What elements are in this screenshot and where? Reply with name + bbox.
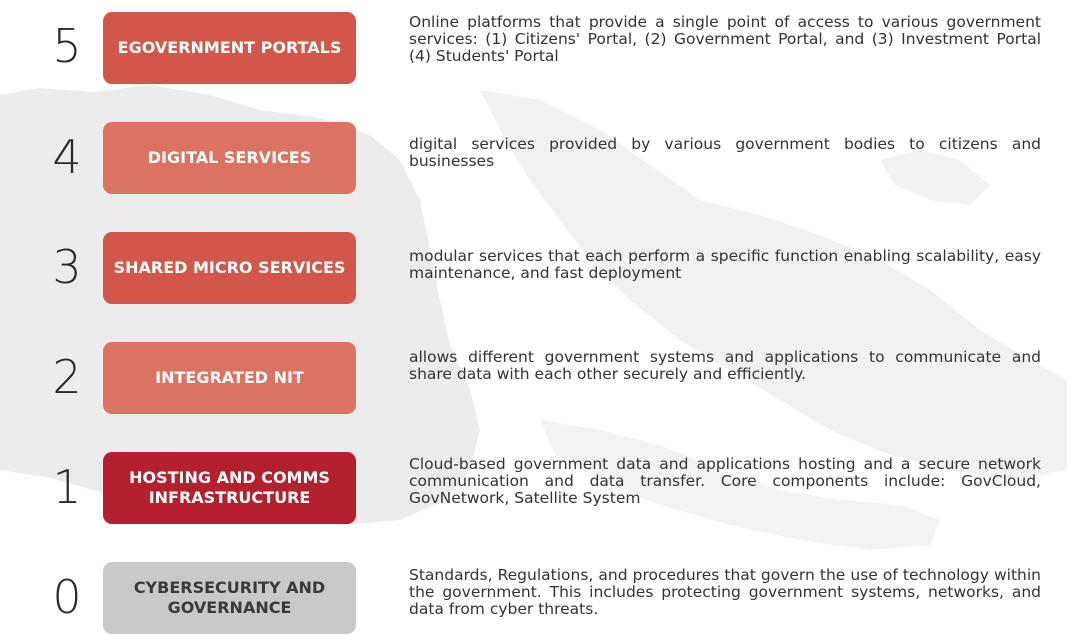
layer-title-box: CYBERSECURITY AND GOVERNANCE: [103, 562, 356, 634]
layer-number: 3: [52, 240, 82, 294]
map-island-small: [880, 150, 990, 205]
layer-5: 5 EGOVERNMENT PORTALS Online platforms t…: [0, 10, 1067, 90]
map-landmass-east: [480, 90, 1067, 480]
layer-title: EGOVERNMENT PORTALS: [117, 38, 342, 57]
layer-number: 2: [52, 350, 82, 404]
layer-number: 1: [52, 460, 82, 514]
map-landmass-west: [0, 85, 480, 525]
layer-title-box: HOSTING AND COMMS INFRASTRUCTURE: [103, 452, 356, 524]
layer-description: Standards, Regulations, and procedures t…: [409, 566, 1041, 618]
layer-description: allows different government systems and …: [409, 348, 1041, 383]
layer-description: modular services that each perform a spe…: [409, 247, 1041, 282]
layer-3: 3 SHARED MICRO SERVICES modular services…: [0, 231, 1067, 311]
layer-title-box: EGOVERNMENT PORTALS: [103, 12, 356, 84]
layer-title-box: DIGITAL SERVICES: [103, 122, 356, 194]
layer-2: 2 INTEGRATED NIT allows different govern…: [0, 341, 1067, 421]
layer-description: Online platforms that provide a single p…: [409, 13, 1041, 65]
layer-title: INTEGRATED NIT: [155, 368, 304, 387]
layer-description: Cloud-based government data and applicat…: [409, 455, 1041, 507]
layer-4: 4 DIGITAL SERVICES digital services prov…: [0, 121, 1067, 201]
layer-number: 5: [52, 19, 82, 73]
layer-description: digital services provided by various gov…: [409, 135, 1041, 170]
layer-title: CYBERSECURITY AND GOVERNANCE: [133, 578, 326, 617]
layer-title: SHARED MICRO SERVICES: [113, 258, 346, 277]
layer-number: 0: [52, 570, 82, 624]
layer-1: 1 HOSTING AND COMMS INFRASTRUCTURE Cloud…: [0, 451, 1067, 531]
layer-title: HOSTING AND COMMS INFRASTRUCTURE: [129, 468, 330, 507]
layer-0: 0 CYBERSECURITY AND GOVERNANCE Standards…: [0, 561, 1067, 635]
layer-number: 4: [52, 130, 82, 184]
layer-title-box: INTEGRATED NIT: [103, 342, 356, 414]
layer-title: DIGITAL SERVICES: [147, 148, 312, 167]
map-island-south: [540, 420, 940, 550]
layer-title-box: SHARED MICRO SERVICES: [103, 232, 356, 304]
